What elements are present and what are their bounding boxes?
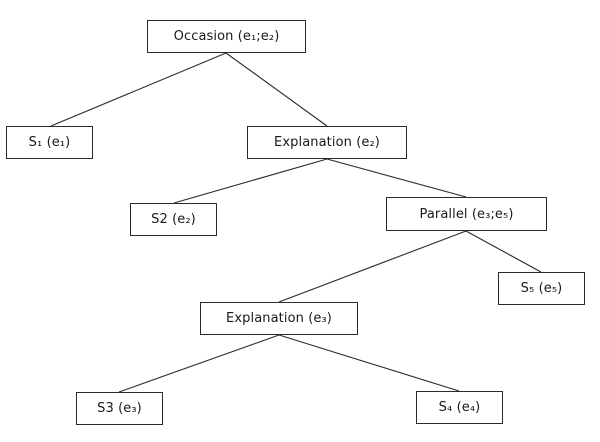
edge-parallel-s5 <box>465 230 542 273</box>
node-occasion[interactable]: Occasion (e₁;e₂) <box>147 20 306 53</box>
node-s2[interactable]: S2 (e₂) <box>130 203 217 236</box>
node-explanation-e3[interactable]: Explanation (e₃) <box>200 302 358 335</box>
node-s1[interactable]: S₁ (e₁) <box>6 126 93 159</box>
edge-explanation2-parallel <box>326 158 467 198</box>
node-explanation-e2-label: Explanation (e₂) <box>274 135 380 150</box>
node-s5[interactable]: S₅ (e₅) <box>498 272 585 305</box>
edge-parallel-explanation3 <box>278 230 467 303</box>
node-s4-label: S₄ (e₄) <box>438 400 481 415</box>
edge-explanation2-s2 <box>173 158 328 204</box>
node-s1-label: S₁ (e₁) <box>28 135 71 150</box>
edge-explanation3-s3 <box>118 334 280 393</box>
node-s2-label: S2 (e₂) <box>151 212 196 227</box>
edge-occasion-explanation2 <box>225 52 328 127</box>
node-parallel[interactable]: Parallel (e₃;e₅) <box>386 197 547 231</box>
node-s5-label: S₅ (e₅) <box>520 281 563 296</box>
node-explanation-e3-label: Explanation (e₃) <box>226 311 332 326</box>
node-explanation-e2[interactable]: Explanation (e₂) <box>247 126 407 159</box>
node-s3[interactable]: S3 (e₃) <box>76 392 163 425</box>
node-s3-label: S3 (e₃) <box>97 401 142 416</box>
node-parallel-label: Parallel (e₃;e₅) <box>419 206 514 222</box>
node-s4[interactable]: S₄ (e₄) <box>416 391 503 424</box>
edge-explanation3-s4 <box>278 334 460 392</box>
node-occasion-label: Occasion (e₁;e₂) <box>173 29 280 44</box>
edge-occasion-s1 <box>50 52 227 127</box>
